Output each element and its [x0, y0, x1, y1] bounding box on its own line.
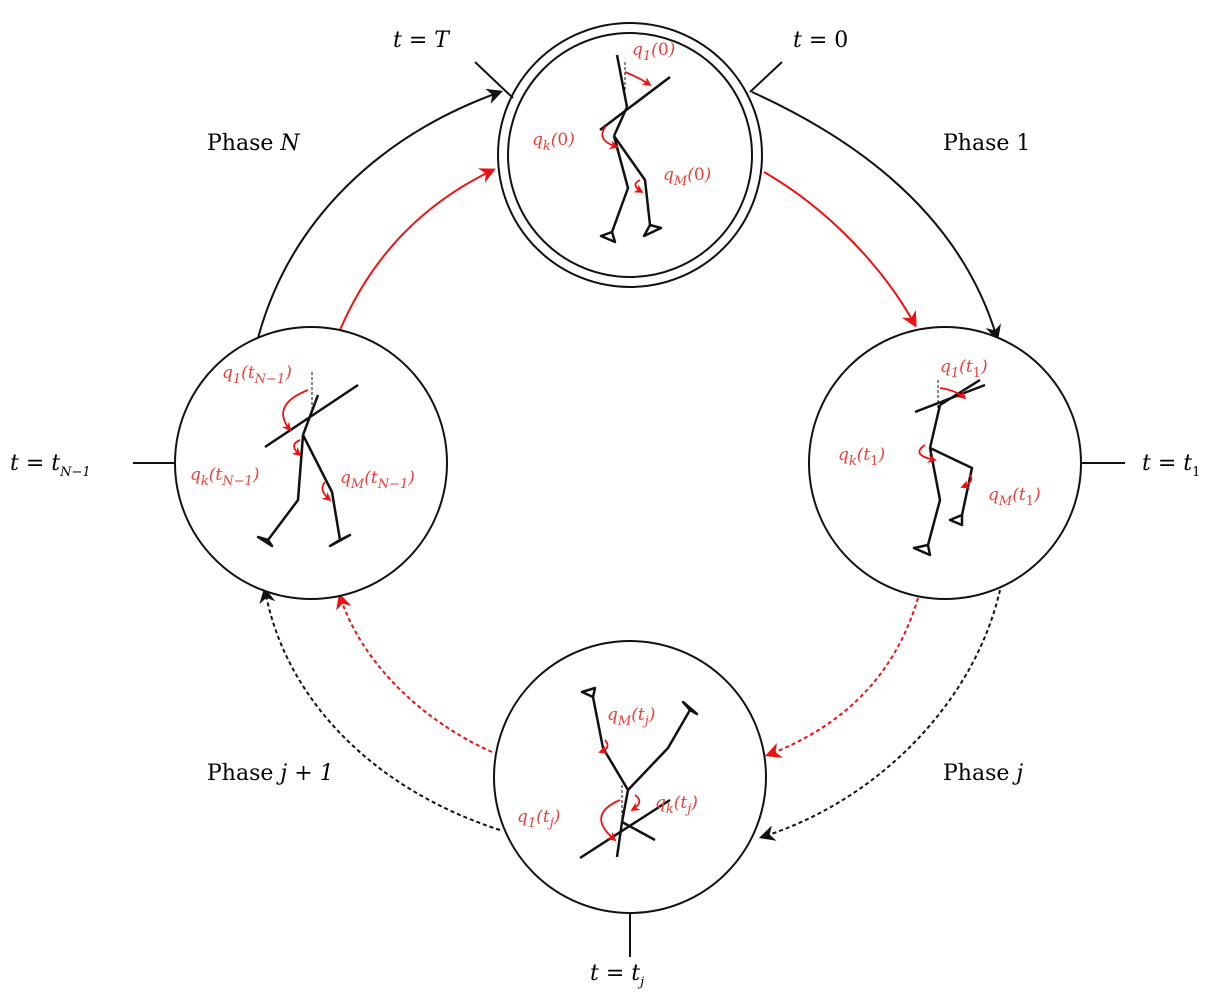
phase-label-j: Phase j — [943, 761, 1023, 786]
phase-label-1: Phase 1 — [943, 131, 1030, 156]
state-circle-left — [174, 326, 448, 600]
state-circle-bottom — [493, 640, 767, 914]
arc-phase-N — [257, 88, 504, 339]
arc-phase-1 — [751, 91, 1002, 342]
red-arc-N — [339, 168, 496, 331]
state-circle-top-inner — [507, 32, 753, 278]
time-label-t-0: t = 0 — [793, 28, 848, 53]
stick-figure-top — [599, 54, 671, 244]
red-arc-1 — [763, 171, 917, 328]
arc-phase-j1 — [259, 586, 501, 831]
stick-figure-bottom — [579, 686, 699, 860]
time-label-t-1: t = t1 — [1142, 451, 1200, 480]
phase-label-N: Phase N — [207, 131, 300, 156]
angle-arcs — [281, 71, 973, 842]
phase-label-j1: Phase j + 1 — [207, 761, 334, 786]
red-arc-j1 — [336, 592, 493, 753]
red-arc-j — [765, 597, 919, 758]
arc-phase-j — [758, 589, 1001, 841]
angle-label-right-qM: qM(t1) — [988, 485, 1041, 509]
angle-label-right-qk: qk(t1) — [838, 445, 885, 469]
stick-figure-left — [256, 372, 359, 548]
time-label-t-N1: t = tN−1 — [10, 451, 91, 480]
tick-t-T — [474, 61, 514, 99]
time-label-t-T: t = T — [393, 28, 451, 53]
time-label-t-j: t = tj — [590, 961, 644, 990]
tick-t-0 — [749, 61, 783, 93]
